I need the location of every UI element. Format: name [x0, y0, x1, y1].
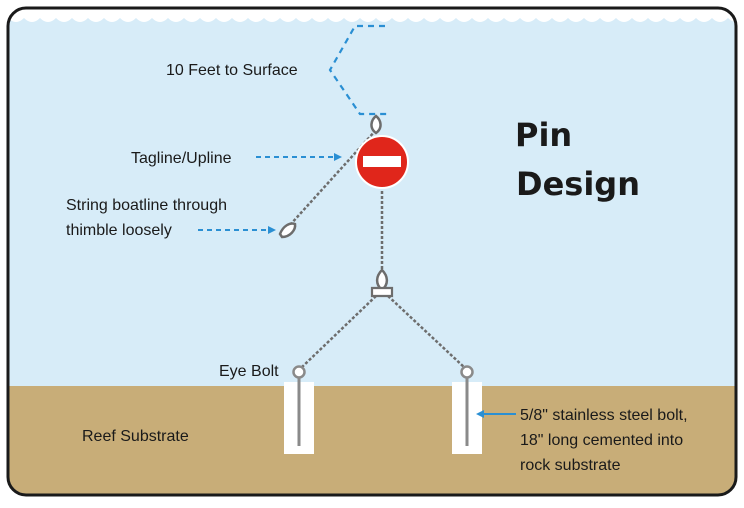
- bolt-spec-line1: 5/8" stainless steel bolt,: [520, 407, 688, 424]
- diagram-frame: [6, 6, 738, 497]
- eye-bolt-left-icon: [292, 365, 306, 379]
- surface-distance-line: [328, 24, 388, 116]
- surface-distance-label: 10 Feet to Surface: [166, 62, 298, 79]
- bolt-spec-line2: 18" long cemented into: [520, 432, 683, 449]
- boatline-thimble-icon: [278, 222, 297, 239]
- water-surface: [8, 8, 736, 22]
- diagram-title-line2: Design: [516, 165, 640, 203]
- eye-bolt-label: Eye Bolt: [219, 363, 279, 380]
- tagline-label: Tagline/Upline: [131, 150, 232, 167]
- chain-right-leg: [387, 295, 466, 369]
- boatline-label-line1: String boatline through: [66, 197, 227, 214]
- diagram-title-line1: Pin: [515, 116, 572, 154]
- bolt-spec-line3: rock substrate: [520, 457, 621, 474]
- boatline-label-line2: thimble loosely: [66, 222, 172, 239]
- top-thimble-icon: [370, 114, 382, 135]
- reef-substrate-label: Reef Substrate: [82, 428, 189, 445]
- buoy-icon: [355, 135, 409, 189]
- shackle-icon: [370, 286, 394, 298]
- chain-left-leg: [300, 295, 377, 369]
- reef-substrate: [8, 386, 736, 495]
- eye-bolt-right-icon: [460, 365, 474, 379]
